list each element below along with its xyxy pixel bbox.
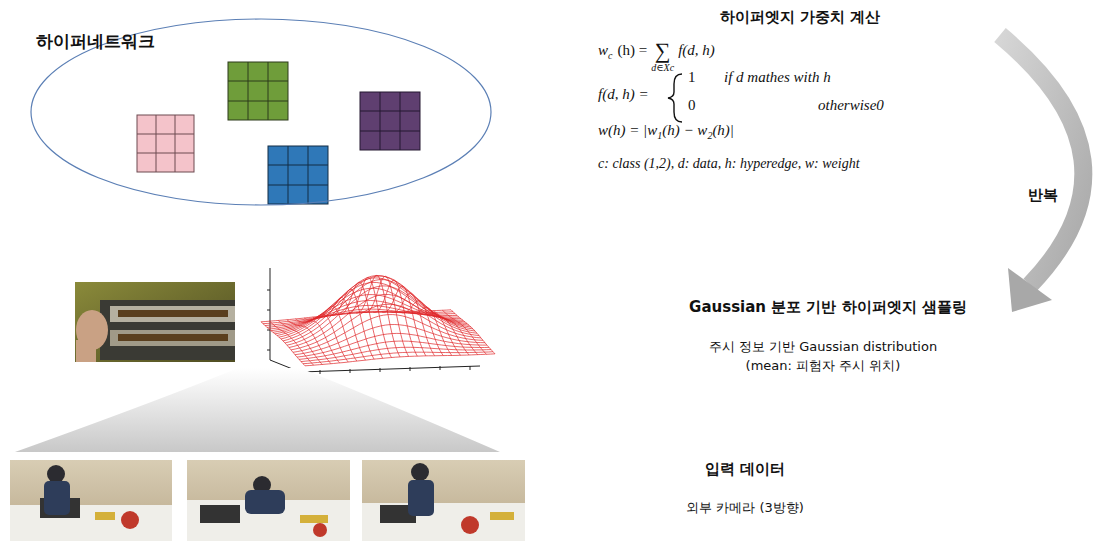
mesh-line xyxy=(434,311,478,355)
hyperedge-grid xyxy=(228,62,288,120)
formula-part: f(d, h) xyxy=(678,42,715,59)
camera-photo xyxy=(362,460,525,541)
case-brace xyxy=(668,74,682,122)
formula-part: 1 xyxy=(688,68,696,86)
gaussian-mesh xyxy=(261,275,495,365)
mesh-line xyxy=(322,298,366,361)
formula-line: w(h) = |w1(h) − w2(h)| xyxy=(598,122,734,139)
mesh-line xyxy=(305,354,495,366)
formula-part: 2 xyxy=(707,130,712,141)
hyperedge-grid xyxy=(360,92,420,150)
section-heading: Gaussian 분포 기반 하이퍼엣지 샘플링 xyxy=(689,298,967,316)
sum-group: ∑d∈Xc xyxy=(651,40,674,73)
hypernetwork-ellipse: 하이퍼네트워크 xyxy=(30,18,492,206)
hyperedge-grid xyxy=(268,146,328,204)
formula-part: 1 xyxy=(657,130,662,141)
section-note: 주시 정보 기반 Gaussian distribution (mean: 피험… xyxy=(692,338,954,376)
formula-part: c xyxy=(608,50,612,61)
camera-photo xyxy=(187,460,350,541)
formula-legend: c: class (1,2), d: data, h: hyperedge, w… xyxy=(598,156,860,173)
formula-part: f(d, h) = xyxy=(598,86,649,103)
section-heading: 하이퍼엣지 가중치 계산 xyxy=(720,8,880,26)
gaussian-axes xyxy=(267,268,480,374)
mesh-line xyxy=(442,310,486,354)
hyperedge-grid xyxy=(137,115,194,172)
formula-part: 0 xyxy=(688,96,696,114)
sum-index: d∈Xc xyxy=(651,62,674,73)
repeat-arrowhead xyxy=(1008,268,1052,312)
formula-part: (h) = xyxy=(617,42,647,59)
mesh-line xyxy=(275,288,465,334)
mesh-line xyxy=(382,286,426,356)
mesh-line xyxy=(365,276,409,356)
mesh-line xyxy=(451,310,495,354)
formula-part: w xyxy=(598,42,608,59)
gaze-photo xyxy=(75,282,235,362)
mesh-line xyxy=(279,278,469,337)
sum-sign: ∑ xyxy=(655,40,671,62)
mesh-line xyxy=(301,347,491,361)
repeat-arrow xyxy=(1000,35,1083,285)
repeat-label: 반복 xyxy=(1028,186,1058,204)
mesh-line xyxy=(303,352,493,364)
formula-line: wc(h) =∑d∈Xcf(d, h) xyxy=(598,34,715,67)
funnel-shape xyxy=(15,368,500,452)
formula-part: (h) − w xyxy=(662,122,707,139)
formula-line: f(d, h) = xyxy=(598,86,649,103)
formula-part: w(h) = |w xyxy=(598,122,657,139)
formula-part: if d mathes with h xyxy=(724,68,831,86)
formula-part: otherwise0 xyxy=(818,96,884,114)
section-note: 외부 카메라 (3방향) xyxy=(686,500,804,516)
section-heading: 입력 데이터 xyxy=(705,460,785,478)
formula-part: (h)| xyxy=(712,122,734,139)
mesh-line xyxy=(299,341,489,359)
camera-photo xyxy=(10,460,172,541)
network-label: 하이퍼네트워크 xyxy=(36,31,155,51)
